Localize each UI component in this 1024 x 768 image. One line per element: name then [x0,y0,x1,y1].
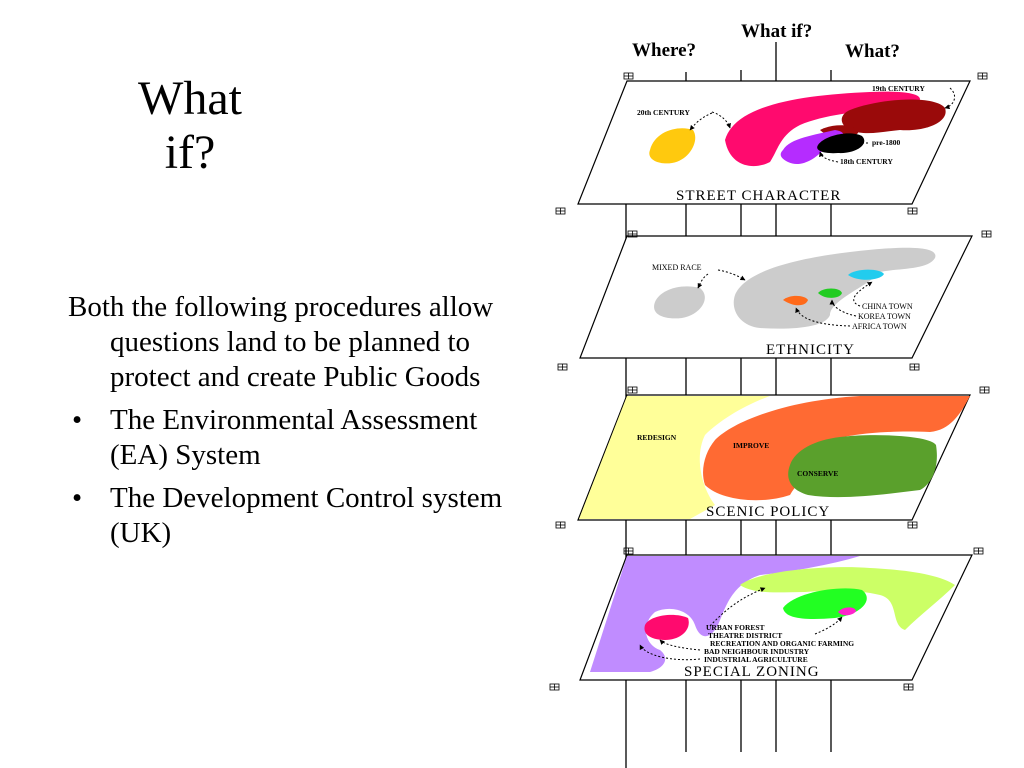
layer-title-street-character: STREET CHARACTER [676,188,841,204]
registration-mark-icon [627,230,638,238]
leader-arrow [829,299,857,317]
label-china-town: CHINA TOWN [862,302,913,311]
label-pre-1800: pre-1800 [872,138,900,147]
label-19th-century: 19th CENTURY [872,84,925,93]
africa-town-zone [783,295,808,306]
label-20th-century: 20th CENTURY [637,108,690,117]
leader-arrow [697,273,709,289]
layer-title-special-zoning: SPECIAL ZONING [684,664,820,680]
layer-title-scenic-policy: SCENIC POLICY [706,504,830,520]
leader-arrow [639,644,701,661]
label-urban-forest: URBAN FOREST [706,623,765,632]
intro-text: Both the following procedures allow ques… [68,291,494,393]
label-redesign: REDESIGN [637,433,677,442]
what-if-question-label: What if? [741,21,812,42]
korea-town-zone [818,288,842,298]
slide-title-line-2: if? [164,126,216,179]
twentieth-century-zone [649,128,696,164]
layer-street-character: 19th CENTURY 20th CENTURY pre-1800 18th … [577,80,971,205]
leader-arrow [814,616,843,635]
label-africa-town: AFRICA TOWN [852,322,907,331]
redesign-zone [579,396,770,519]
bullet-text: The Development Control system (UK) [110,482,503,549]
label-improve: IMPROVE [733,441,769,450]
layer-special-zoning: URBAN FOREST THEATRE DISTRICT RECREATION… [579,554,973,681]
slide-title-line-1: What [138,72,242,125]
label-recreation-organic-farming: RECREATION AND ORGANIC FARMING [710,639,854,648]
label-theatre-district: THEATRE DISTRICT [708,631,782,640]
bullet-list: • The Environmental Assessment (EA) Syst… [68,403,538,551]
registration-mark-icon [903,683,914,691]
registration-mark-icon [909,363,920,371]
bullet-dot-icon: • [72,404,83,436]
slide-title: What if? [95,72,285,180]
leader-arrow [659,639,701,651]
label-mixed-race: MIXED RACE [652,263,702,272]
registration-marks [549,72,992,691]
bad-neighbour-industry-zone [644,614,689,640]
registration-mark-icon [979,386,990,394]
nineteenth-century-zone [725,91,920,167]
what-question-label: What? [845,41,900,62]
registration-mark-icon [627,386,638,394]
registration-mark-icon [623,547,634,555]
registration-mark-icon [973,547,984,555]
leader-arrow [711,111,731,129]
registration-mark-icon [907,521,918,529]
registration-mark-icon [549,683,560,691]
layer-title-ethnicity: ETHNICITY [766,342,855,358]
slide-body: Both the following procedures allow ques… [68,290,538,559]
label-korea-town: KOREA TOWN [858,312,911,321]
label-bad-neighbour-industry: BAD NEIGHBOUR INDUSTRY [704,647,810,656]
bullet-item: • The Development Control system (UK) [68,481,538,551]
registration-mark-icon [981,230,992,238]
mixed-race-main-zone [733,247,936,329]
registration-mark-icon [907,207,918,215]
leader-arrow [819,151,839,163]
label-conserve: CONSERVE [797,469,838,478]
bullet-item: • The Environmental Assessment (EA) Syst… [68,403,538,473]
label-industrial-agriculture: INDUSTRIAL AGRICULTURE [704,655,808,664]
layer-ethnicity: MIXED RACE CHINA TOWN KOREA TOWN AFRICA … [579,235,973,359]
theatre-district-zone [838,607,856,616]
bullet-dot-icon: • [72,482,83,514]
registration-mark-icon [555,207,566,215]
industrial-agriculture-zone [590,556,860,672]
china-town-zone [848,269,884,280]
label-18th-century: 18th CENTURY [840,157,893,166]
registration-mark-icon [977,72,988,80]
leader-arrow [709,587,766,627]
registration-mark-icon [557,363,568,371]
recreation-farming-zone [740,567,955,630]
registration-mark-icon [623,72,634,80]
bullet-text: The Environmental Assessment (EA) System [110,404,478,471]
where-question-label: Where? [632,40,696,61]
registration-mark-icon [555,521,566,529]
black-zone [817,133,865,154]
improve-zone [703,396,970,501]
conserve-zone [788,435,937,498]
layer-scenic-policy: REDESIGN IMPROVE CONSERVE SCENIC POLICY [577,394,971,521]
pre-1800-zone [841,99,946,134]
leader-arrow [944,87,956,110]
mixed-race-zone [654,286,705,319]
leader-arrow [795,307,851,327]
